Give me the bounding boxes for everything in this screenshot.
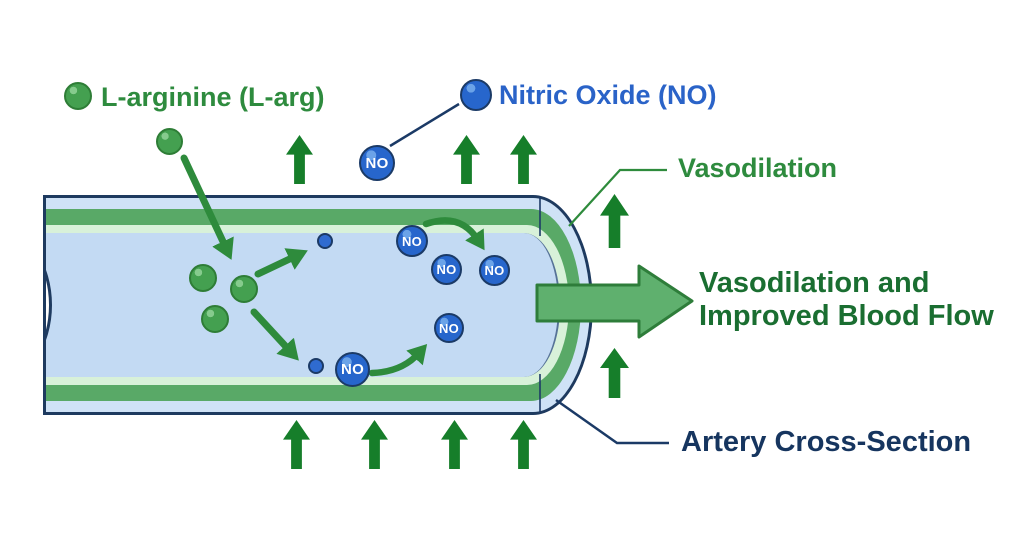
vasodilation-label: Vasodilation xyxy=(678,153,838,183)
artery-outer-band xyxy=(43,195,593,415)
outcome-label: Vasodilation and Improved Blood Flow xyxy=(699,267,994,333)
l-arginine-legend-ball xyxy=(64,82,92,110)
artery-wall-green xyxy=(46,209,581,401)
outcome-label-line1: Vasodilation and xyxy=(699,267,930,299)
expansion-arrow-top-3 xyxy=(510,135,537,184)
expansion-arrow-top-1 xyxy=(286,135,313,184)
artery-cross-section-label: Artery Cross-Section xyxy=(681,426,972,458)
l-arginine-molecule-free xyxy=(156,128,183,155)
expansion-arrow-bottom-2 xyxy=(361,420,388,469)
nitric-oxide-legend-label: Nitric Oxide (NO) xyxy=(499,80,717,110)
outcome-label-line2: Improved Blood Flow xyxy=(699,300,994,332)
artery-cap-seam-bottom xyxy=(539,374,541,412)
no-molecule-outside: NO xyxy=(359,145,395,181)
artery-leader-line xyxy=(555,398,669,445)
no-dot-bottom xyxy=(308,358,324,374)
no-dot-top xyxy=(317,233,333,249)
artery-wall-pale xyxy=(46,225,569,385)
no-label: NO xyxy=(436,262,457,277)
no-label: NO xyxy=(438,320,460,336)
expansion-arrow-right-bottom xyxy=(600,348,629,398)
l-arginine-molecule-2 xyxy=(230,275,258,303)
no-molecule-4: NO xyxy=(434,313,464,343)
expansion-arrow-bottom-4 xyxy=(510,420,537,469)
no-molecule-5: NO xyxy=(335,352,370,387)
l-arginine-legend-label: L-arginine (L-arg) xyxy=(101,82,325,112)
artery-cap-seam-top xyxy=(539,197,541,236)
no-label: NO xyxy=(365,154,389,172)
artery-open-end-cut xyxy=(46,233,52,377)
no-molecule-3: NO xyxy=(479,255,510,286)
no-molecule-1: NO xyxy=(396,225,428,257)
expansion-arrow-bottom-1 xyxy=(283,420,310,469)
no-label: NO xyxy=(401,233,423,249)
no-label: NO xyxy=(484,263,505,278)
l-arginine-molecule-1 xyxy=(189,264,217,292)
no-label: NO xyxy=(340,361,365,378)
expansion-arrow-top-2 xyxy=(453,135,480,184)
expansion-arrow-right-top xyxy=(600,194,629,248)
artery-lumen xyxy=(46,233,560,377)
l-arginine-molecule-3 xyxy=(201,305,229,333)
no-molecule-2: NO xyxy=(431,254,462,285)
no-legend-leader-line xyxy=(389,102,460,148)
no-legend-ball xyxy=(460,79,492,111)
expansion-arrow-bottom-3 xyxy=(441,420,468,469)
